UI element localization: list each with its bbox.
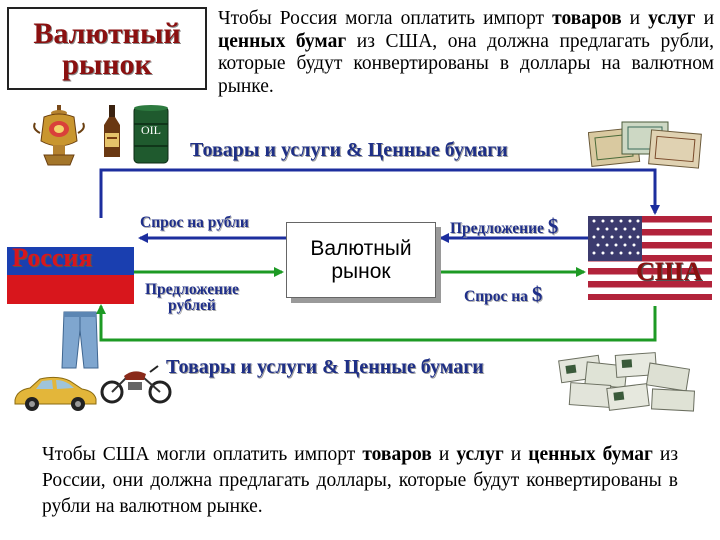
demand-dollar-label: Спрос на $ <box>464 282 542 307</box>
usa-label: США <box>636 257 703 286</box>
title-line1: Валютный <box>33 16 181 50</box>
title-box: Валютный рынок <box>7 7 207 90</box>
center-box-line2: рынок <box>331 260 391 283</box>
jeans-icon <box>61 311 99 369</box>
stock-certificates-icon <box>588 121 702 169</box>
oil-barrel-label: OIL <box>141 123 161 137</box>
currency-market-box: Валютный рынок <box>286 222 436 298</box>
outro-bold-services: услуг <box>456 444 504 465</box>
outro-bold-goods: товаров <box>362 444 432 465</box>
supply-rubles-label: Предложение рублей <box>145 282 239 314</box>
bottom-goods-banner: Товары и услуги & Ценные бумаги <box>166 356 484 378</box>
intro-paragraph: Чтобы Россия могла оплатить импорт товар… <box>218 8 714 98</box>
top-goods-arrow <box>99 168 660 218</box>
outro-text-1: Чтобы США могли оплатить импорт <box>42 444 363 465</box>
outro-text-2: и <box>431 444 457 465</box>
demand-dollar-text: Спрос на <box>464 288 528 305</box>
top-goods-banner: Товары и услуги & Ценные бумаги <box>190 139 508 161</box>
intro-bold-goods: товаров <box>552 8 622 29</box>
intro-text-4: из США, она должна предлагать рубли, кот… <box>218 30 714 97</box>
oil-barrel-icon <box>133 105 169 164</box>
supply-dollar-sign: $ <box>547 214 559 238</box>
outro-text-4: из России, они должна предлагать доллары… <box>42 444 679 517</box>
intro-text-2: и <box>621 8 649 29</box>
center-box-line1: Валютный <box>310 237 412 260</box>
intro-bold-services: услуг <box>648 8 696 29</box>
supply-dollar-label: Предложение $ <box>450 214 558 239</box>
supply-rubles-line2: рублей <box>168 297 216 314</box>
title-line2: рынок <box>62 47 152 81</box>
motorcycle-icon <box>100 365 172 404</box>
intro-text-1: Чтобы Россия могла оплатить импорт <box>218 8 553 29</box>
supply-rubles-line1: Предложение <box>145 281 239 298</box>
russia-flag-icon <box>7 218 134 304</box>
cognac-bottle-icon <box>104 105 120 157</box>
russia-label: Россия <box>12 243 93 272</box>
usa-flag-icon <box>588 216 712 300</box>
car-icon <box>14 376 97 411</box>
intro-bold-securities: ценных бумаг <box>218 30 347 52</box>
banknotes-icon <box>558 352 696 412</box>
intro-text-3: и <box>695 8 715 29</box>
demand-rubles-label: Спрос на рубли <box>140 214 249 231</box>
outro-bold-securities: ценных бумаг <box>528 444 653 465</box>
bottom-goods-arrow <box>96 304 657 342</box>
samovar-icon <box>33 105 85 166</box>
outro-text-3: и <box>503 444 529 465</box>
outro-paragraph: Чтобы США могли оплатить импорт товаров … <box>42 442 678 520</box>
supply-dollar-text: Предложение <box>450 220 544 237</box>
demand-dollar-sign: $ <box>531 282 543 306</box>
